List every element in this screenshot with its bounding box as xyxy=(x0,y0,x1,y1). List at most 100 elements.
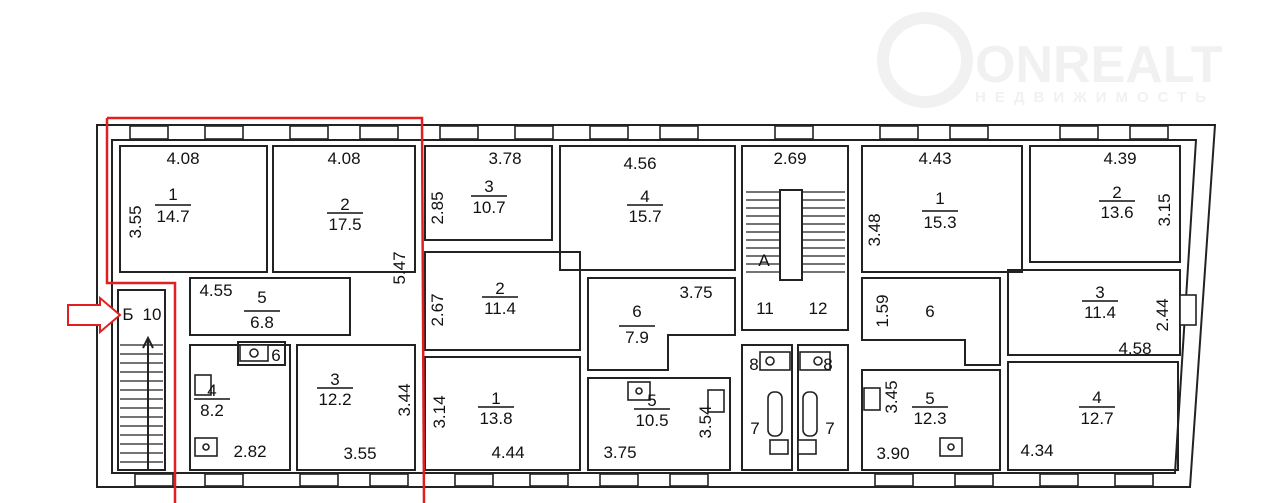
room-dimension: 4.34 xyxy=(1020,441,1053,460)
room-area: 12.2 xyxy=(318,390,351,409)
room-area: 8.2 xyxy=(200,401,224,420)
room-number: 2 xyxy=(1112,183,1121,202)
room-number: 6 xyxy=(271,346,280,365)
room-number: 3 xyxy=(1095,283,1104,302)
room-number: 2 xyxy=(340,195,349,214)
room-dimension: 3.15 xyxy=(1155,193,1174,226)
room-dimension: 4.58 xyxy=(1118,339,1151,358)
room-dimension: 4.56 xyxy=(623,154,656,173)
sink-icon xyxy=(769,439,789,455)
room-dimension: 3.75 xyxy=(679,283,712,302)
window xyxy=(954,473,994,487)
room-area: 12.3 xyxy=(913,409,946,428)
room-dimension: 3.48 xyxy=(865,213,884,246)
house-logo-icon xyxy=(877,12,973,108)
room-number: 8 xyxy=(749,355,758,374)
onrealt-watermark: ONREALT НЕДВИЖИМОСТЬ xyxy=(877,12,1223,108)
bathtub-icon xyxy=(802,391,818,437)
room-area: 6.8 xyxy=(250,313,274,332)
room-area: 13.8 xyxy=(479,409,512,428)
window xyxy=(599,473,639,487)
room-number: 3 xyxy=(484,177,493,196)
window xyxy=(874,473,914,487)
room-area: 13.6 xyxy=(1100,203,1133,222)
room-number: 11 xyxy=(756,299,774,318)
window xyxy=(369,473,409,487)
room-dimension: 4.39 xyxy=(1103,149,1136,168)
room-number: 4 xyxy=(640,187,649,206)
room-number: 10 xyxy=(143,305,162,324)
room-dimension: 3.55 xyxy=(343,444,376,463)
room-number: 1 xyxy=(935,189,944,208)
room-area: 15.3 xyxy=(923,213,956,232)
room-dimension: 1.59 xyxy=(873,294,892,327)
room-area: 15.7 xyxy=(628,207,661,226)
room-number: 8 xyxy=(823,355,832,374)
stair-direction-arrow-icon xyxy=(142,335,154,470)
window xyxy=(529,473,569,487)
sanitary-fixtures xyxy=(194,344,963,457)
room-walls xyxy=(117,145,1197,471)
room-number: 6 xyxy=(632,302,641,321)
toilet-icon xyxy=(759,351,791,371)
window xyxy=(134,473,174,487)
room-area: 11.4 xyxy=(484,299,516,318)
room-number: 5 xyxy=(257,288,266,307)
window xyxy=(774,125,814,140)
window xyxy=(1059,125,1099,140)
room-dimension: 3.44 xyxy=(395,383,414,416)
room-dimension: 4.08 xyxy=(166,149,199,168)
window xyxy=(289,125,329,140)
room-area: 12.7 xyxy=(1080,409,1113,428)
window xyxy=(129,125,169,140)
room-dimension: 3.78 xyxy=(488,149,521,168)
window xyxy=(454,473,494,487)
room-dimension: 2.85 xyxy=(428,191,447,224)
room-number: 3 xyxy=(330,370,339,389)
room-dimension: 3.45 xyxy=(882,380,901,413)
inner-outer-wall xyxy=(111,139,1198,474)
room-dimension: 2.44 xyxy=(1153,298,1172,331)
window xyxy=(439,125,479,140)
window xyxy=(589,125,629,140)
selected-area-outline xyxy=(105,116,426,503)
room-dimension: 4.44 xyxy=(491,443,524,462)
window xyxy=(879,125,919,140)
room-number: 7 xyxy=(750,419,759,438)
window xyxy=(949,125,989,140)
room-dimension: 3.14 xyxy=(430,395,449,428)
room-number: 2 xyxy=(495,279,504,298)
room-dimension: 3.90 xyxy=(876,444,909,463)
room-dimension: 4.55 xyxy=(199,281,232,300)
entrance-letter: Б xyxy=(122,305,133,324)
room-area: 11.4 xyxy=(1084,303,1116,322)
sink-icon xyxy=(797,439,817,455)
room-number: 5 xyxy=(647,391,656,410)
fraction-lines xyxy=(155,195,1135,410)
room-dimension: 3.75 xyxy=(603,443,636,462)
room-labels: 4.08 1 14.7 3.55 4.08 2 17.5 5.47 4.55 5… xyxy=(122,149,1174,463)
room-number: 12 xyxy=(809,299,828,318)
room-dimension: 2.67 xyxy=(428,293,447,326)
window xyxy=(204,473,244,487)
room-number: 5 xyxy=(925,389,934,408)
room-dimension: 2.82 xyxy=(233,442,266,461)
room-area: 14.7 xyxy=(156,207,189,226)
room-area: 10.7 xyxy=(472,198,505,217)
watermark-tagline: НЕДВИЖИМОСТЬ xyxy=(975,89,1215,106)
room-dimension: 5.47 xyxy=(390,251,409,284)
window xyxy=(204,125,244,140)
room-area: 7.9 xyxy=(625,328,649,347)
room-dimension: 2.69 xyxy=(773,149,806,168)
room-number: 4 xyxy=(207,381,216,400)
windows xyxy=(129,125,1169,487)
window xyxy=(1039,473,1079,487)
room-dimension: 3.54 xyxy=(696,405,715,438)
sink-icon xyxy=(707,389,725,413)
room-number: 1 xyxy=(168,185,177,204)
stair-letter: А xyxy=(758,251,770,270)
room-number: 1 xyxy=(491,389,500,408)
window xyxy=(514,125,554,140)
outer-wall xyxy=(96,124,1217,488)
